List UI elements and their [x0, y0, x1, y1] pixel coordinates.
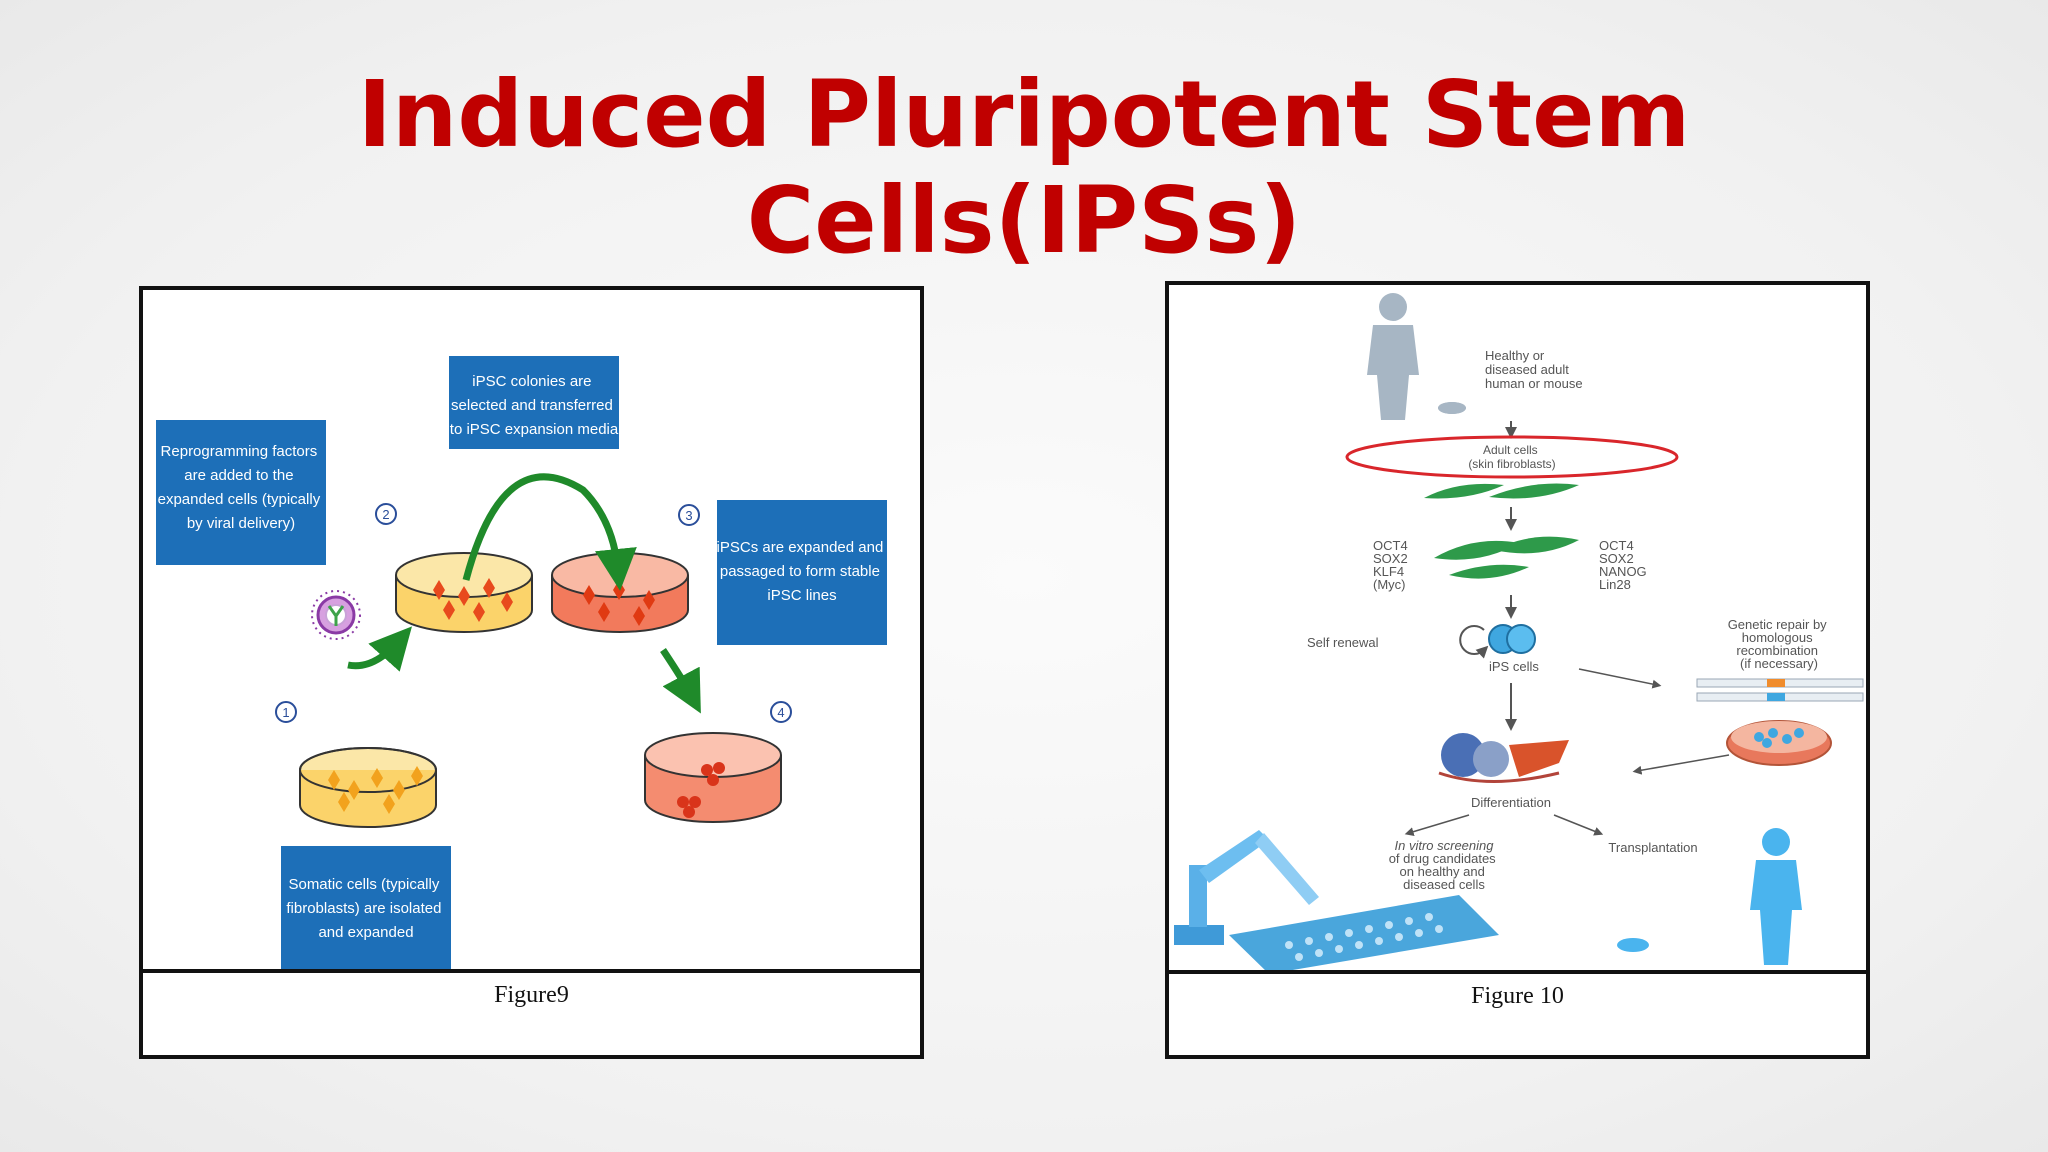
transplant-mouse-icon: [1617, 938, 1649, 952]
colonies-box: iPSC colonies are selected and transferr…: [449, 356, 619, 449]
svg-text:Reprogramming factors: Reprogramming factors are added to the e…: [158, 443, 325, 532]
mouse-icon: [1438, 402, 1466, 414]
svg-text:Healthy or diseased ad: Healthy or diseased adult human or mouse: [1485, 348, 1583, 391]
figure-9-diagram: Reprogramming factors are added to the e…: [156, 356, 888, 973]
figure-9: Reprogramming factors are added to the e…: [139, 286, 924, 1059]
svg-text:2: 2: [382, 507, 389, 522]
green-arrows: [347, 473, 701, 714]
slide-title-line1: Induced Pluripotent Stem: [357, 61, 1691, 168]
svg-text:Genetic repair by homo: Genetic repair by homologous recombinati…: [1728, 617, 1831, 671]
figure-10-caption: Figure 10: [1169, 970, 1866, 1055]
ips-cells: [1488, 624, 1536, 654]
transplant-human-icon: [1750, 828, 1802, 965]
svg-text:iPSC colonies are se: iPSC colonies are selected and transferr…: [450, 373, 619, 438]
differentiated-cells: [1438, 733, 1569, 783]
svg-text:Transplantation: Transplantation: [1608, 840, 1697, 855]
figure-10-diagram: Healthy or diseased adult human or mouse…: [1174, 293, 1864, 974]
svg-text:iPS cells: iPS cells: [1489, 659, 1539, 674]
figure-10: Healthy or diseased adult human or mouse…: [1165, 281, 1870, 1059]
dish-2: [395, 552, 533, 633]
svg-text:iPSCs are expanded and: iPSCs are expanded and passaged to form …: [717, 539, 888, 604]
svg-text:Differentiation: Differentiation: [1471, 795, 1551, 810]
self-renewal-loop: [1459, 625, 1489, 659]
svg-text:of drug candidates on: of drug candidates on healthy and diseas…: [1389, 851, 1500, 892]
dish-4: [644, 732, 782, 823]
figure-9-caption: Figure9: [143, 969, 920, 1055]
dish-1: [299, 747, 437, 828]
svg-text:In vitro screening: In vitro screening: [1395, 838, 1495, 853]
adult-cells-label: Adult cells (skin fibroblasts): [1345, 435, 1679, 479]
svg-text:3: 3: [685, 508, 692, 523]
svg-text:Self renewal: Self renewal: [1307, 635, 1379, 650]
svg-text:OCT4 SOX2 KLF4: OCT4 SOX2 KLF4 (Myc): [1373, 538, 1411, 592]
fibroblast-cells: [1424, 483, 1579, 499]
dna-strand: [1696, 678, 1864, 702]
reprogrammed-cells: [1434, 536, 1579, 579]
repair-dish: [1726, 720, 1832, 766]
virus-icon: [311, 590, 361, 640]
step-1-marker: 1: [275, 701, 297, 723]
expanded-box: iPSCs are expanded and passaged to form …: [717, 500, 888, 645]
svg-text:4: 4: [777, 705, 784, 720]
step-4-marker: 4: [770, 701, 792, 723]
somatic-box: Somatic cells (typically fibroblasts) ar…: [281, 846, 451, 973]
svg-text:Adult cells (skin fi: Adult cells (skin fibroblasts): [1468, 443, 1555, 471]
svg-text:OCT4 SOX2 NANO: OCT4 SOX2 NANOG Lin28: [1599, 538, 1650, 592]
step-2-marker: 2: [375, 503, 397, 525]
human-silhouette-icon: [1367, 293, 1466, 420]
reprogramming-box: Reprogramming factors are added to the e…: [156, 420, 326, 565]
robot-arm-icon: [1174, 830, 1319, 945]
slide-title-line2: Cells(IPSs): [746, 167, 1302, 274]
well-plate-icon: [1229, 895, 1499, 974]
step-3-marker: 3: [678, 504, 700, 526]
svg-text:Somatic cells (typically: Somatic cells (typically fibroblasts) ar…: [286, 876, 445, 941]
svg-text:1: 1: [282, 705, 289, 720]
